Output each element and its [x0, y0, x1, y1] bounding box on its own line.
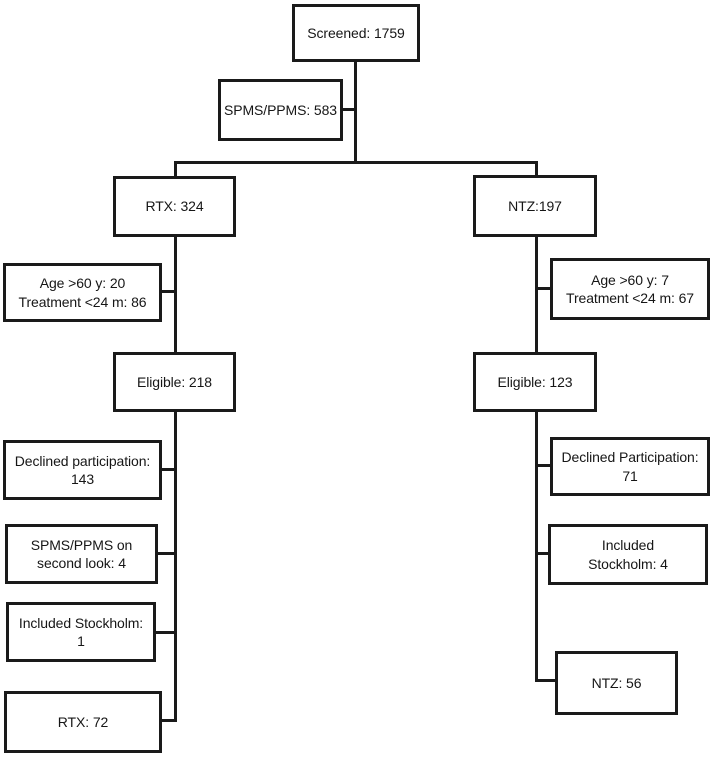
- node-ntz-declined: Declined Participation: 71: [550, 437, 710, 496]
- node-rtx-eligible: Eligible: 218: [113, 352, 236, 412]
- connector-screened-to-branch: [354, 62, 357, 164]
- node-ntz: NTZ:197: [473, 175, 597, 237]
- connector-rtx-stockholm-stub: [154, 631, 176, 634]
- connector-ntz-declined-stub: [535, 464, 551, 467]
- connector-ntz-final-stub: [535, 679, 556, 682]
- connector-ntz-spine: [535, 237, 538, 682]
- connector-ntz-excluded-stub: [535, 287, 551, 290]
- node-rtx-included-stockholm: Included Stockholm: 1: [6, 602, 156, 662]
- connector-branch-to-rtx: [174, 161, 177, 178]
- node-ntz-included-stockholm: Included Stockholm: 4: [548, 524, 708, 585]
- node-rtx: RTX: 324: [113, 176, 236, 237]
- connector-rtx-excluded-stub: [160, 290, 176, 293]
- node-rtx-second-look: SPMS/PPMS on second look: 4: [5, 524, 158, 584]
- node-rtx-final: RTX: 72: [4, 691, 162, 753]
- connector-branch-horizontal: [174, 161, 538, 164]
- node-ntz-final: NTZ: 56: [555, 651, 678, 715]
- node-ntz-eligible: Eligible: 123: [473, 352, 597, 412]
- connector-branch-to-ntz: [535, 161, 538, 177]
- connector-rtx-final-stub: [160, 719, 176, 722]
- connector-ntz-stockholm-stub: [535, 552, 549, 555]
- node-screened: Screened: 1759: [292, 4, 420, 62]
- node-spms-ppms: SPMS/PPMS: 583: [218, 79, 343, 141]
- node-ntz-excluded: Age >60 y: 7 Treatment <24 m: 67: [550, 258, 710, 320]
- node-rtx-excluded: Age >60 y: 20 Treatment <24 m: 86: [3, 263, 162, 322]
- connector-spms-stub: [342, 108, 357, 111]
- connector-rtx-spine: [174, 237, 177, 722]
- node-rtx-declined: Declined participation: 143: [3, 440, 162, 500]
- connector-rtx-declined-stub: [160, 468, 176, 471]
- connector-rtx-second-look-stub: [156, 552, 176, 555]
